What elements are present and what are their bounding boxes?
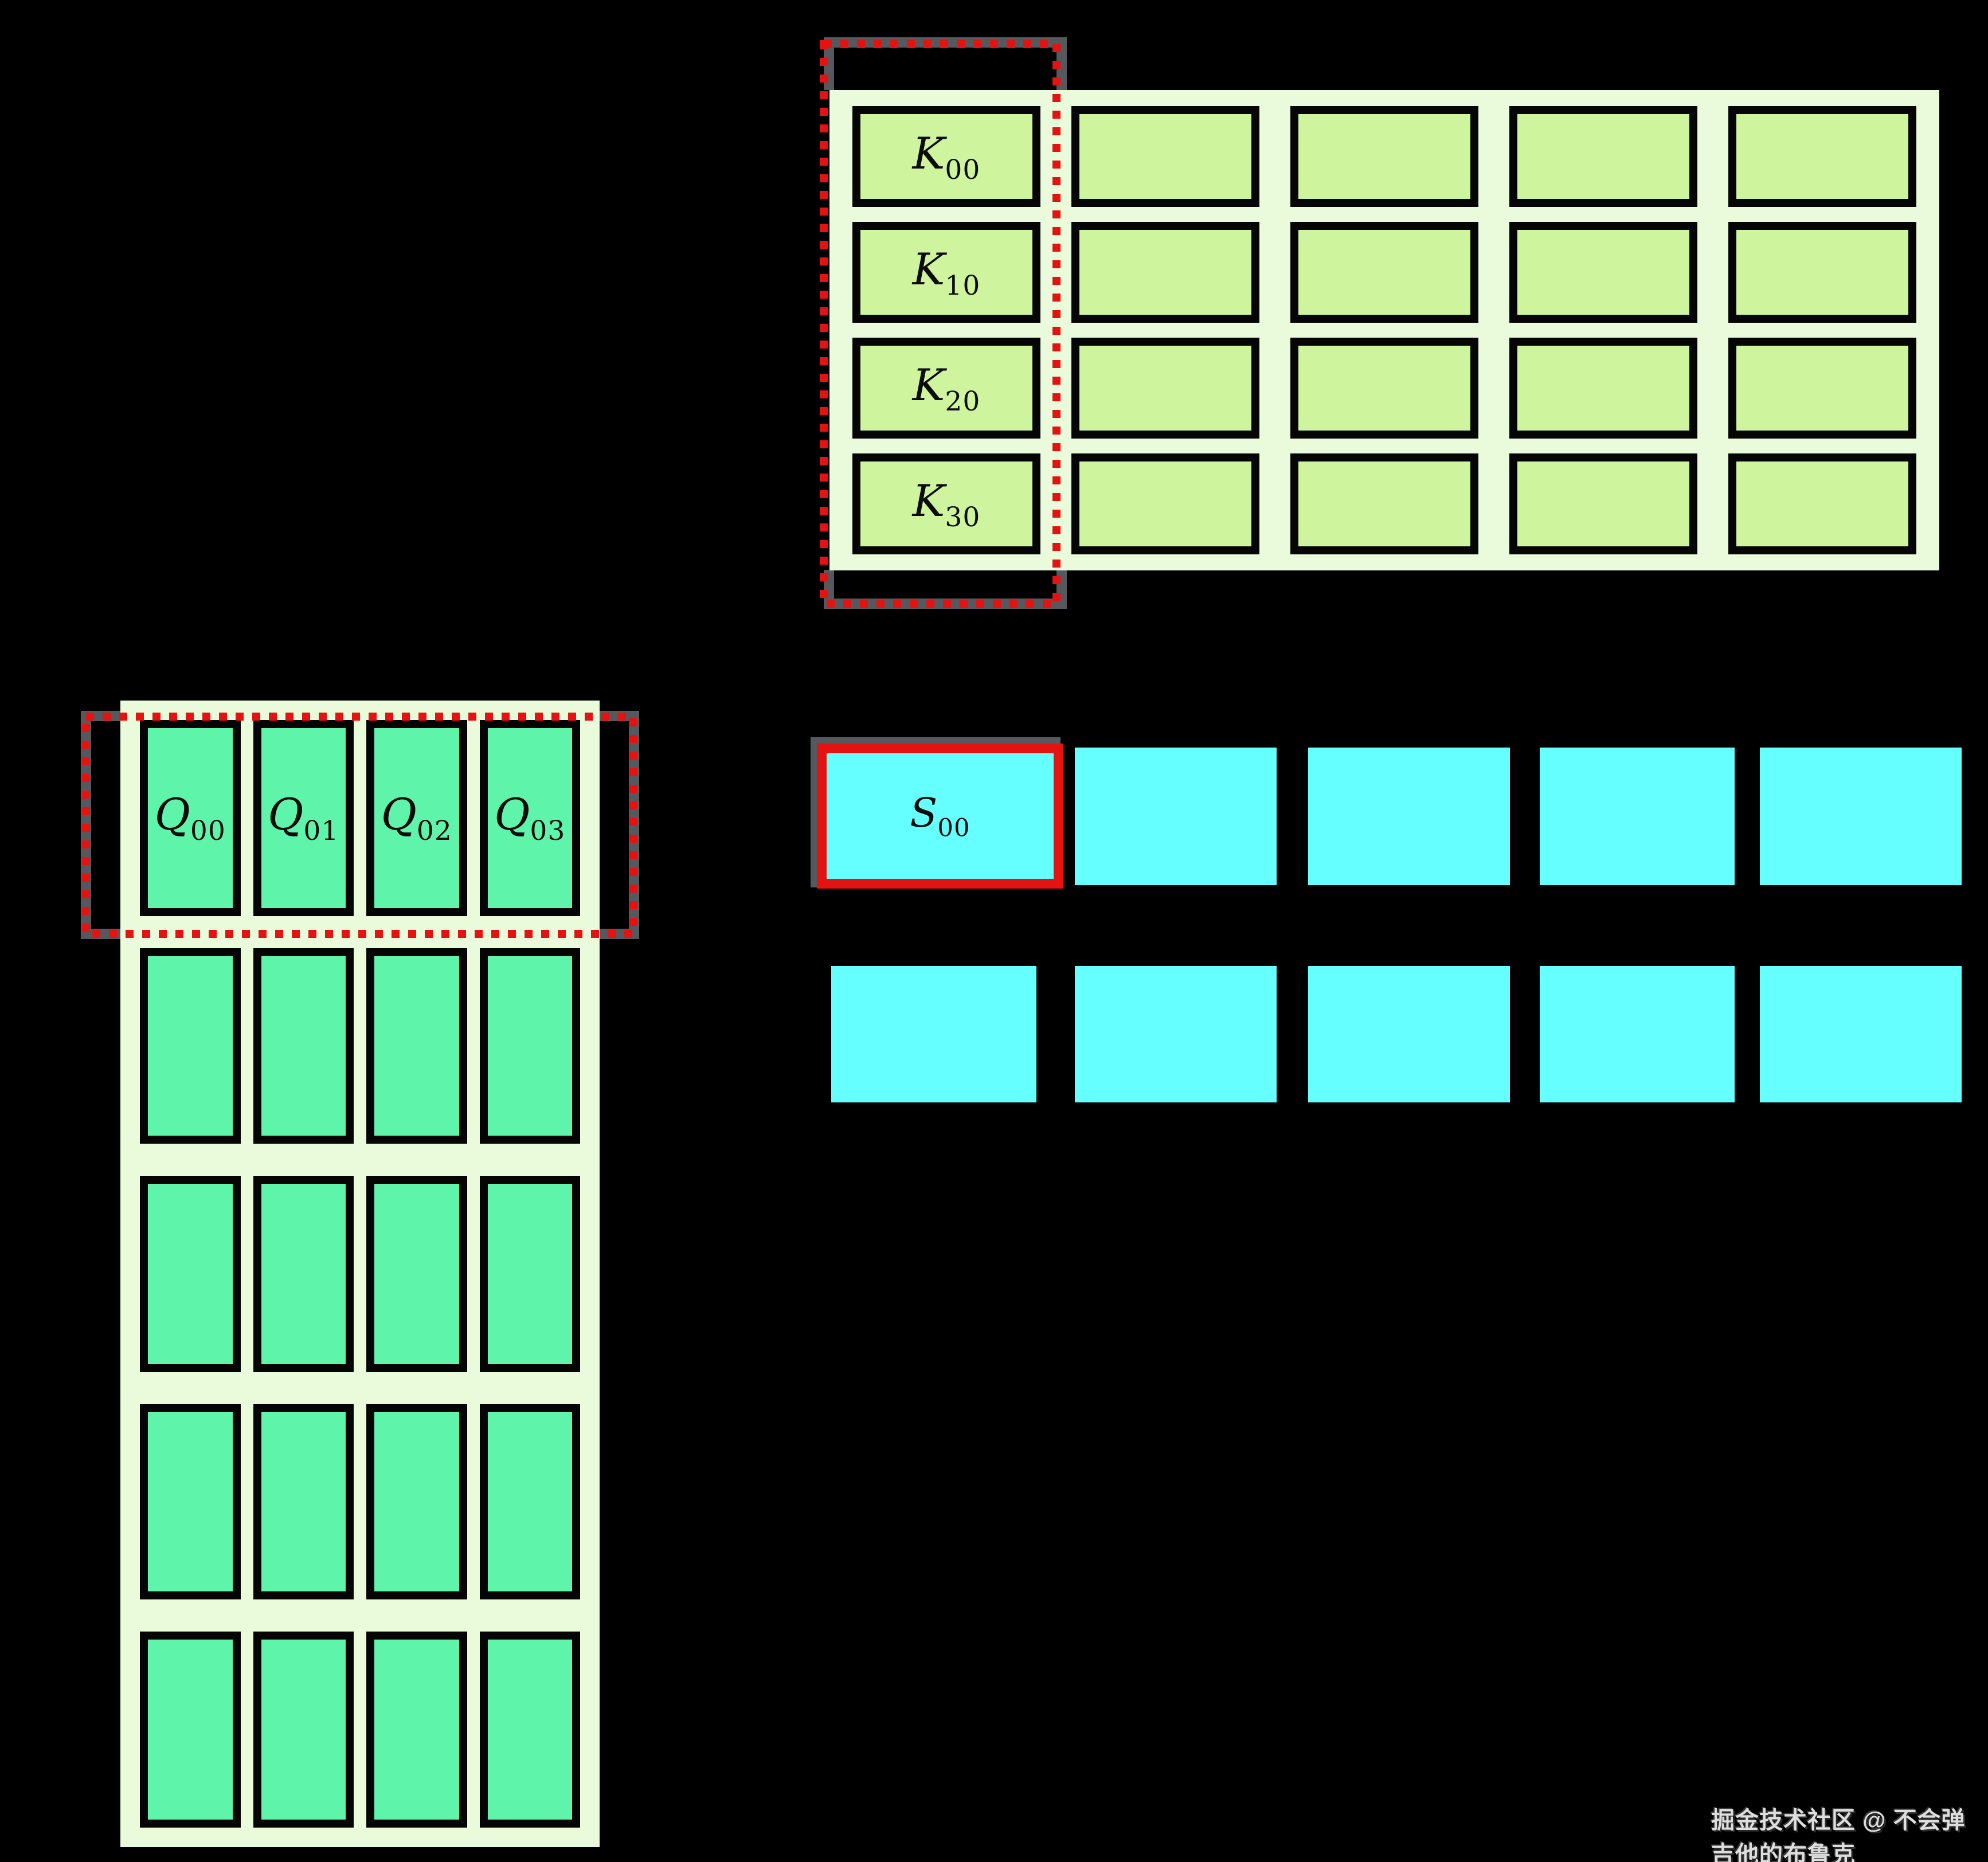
q-cell: Q01 [253,720,354,916]
q-cell [140,1403,241,1600]
s-cell [1760,748,1962,885]
k-cell: K10 [852,222,1040,323]
k-cell [1290,222,1478,323]
k-cell [1071,453,1259,554]
q-cell [366,948,467,1144]
s-cell [1308,748,1510,885]
s-cell [1075,748,1277,885]
s-cell [1760,966,1962,1102]
q-cell [479,1403,580,1600]
k-cell [1509,453,1697,554]
k-cell [1290,106,1478,207]
s00-highlight-cell: S00 [817,744,1063,889]
matrix-label: K00 [912,127,981,186]
q-cell [140,1176,241,1372]
s-cell [1540,966,1735,1102]
s-cell [1308,966,1510,1102]
k-cell [1509,106,1697,207]
k-cell: K30 [852,453,1040,554]
q-cell [479,948,580,1144]
q-cell [366,1176,467,1372]
matrix-label: K10 [912,243,981,302]
matrix-label: Q00 [154,789,226,847]
matrix-label: K30 [912,475,981,533]
k-cell [1728,453,1916,554]
q-cell [366,1403,467,1600]
k-cell [1071,338,1259,439]
k-cell [1290,338,1478,439]
matrix-label: K20 [912,359,981,417]
matrix-label: Q02 [381,789,452,847]
q-cell: Q03 [479,720,580,916]
s-cell [831,966,1036,1102]
k-cell [1728,106,1916,207]
k-cell: K20 [852,338,1040,439]
k-cell [1509,338,1697,439]
q-cell [366,1632,467,1828]
s-cell [1075,966,1277,1102]
q-matrix: Q00 Q01 Q02 Q03 [120,701,600,1847]
s00-label: S00 [910,789,970,843]
matrix-label: Q01 [268,789,339,847]
k-cell [1728,222,1916,323]
watermark-text: 掘金技术社区 @ 不会弹吉他的布鲁克 [1711,1807,1966,1862]
q-cell [479,1176,580,1372]
q-cell [253,1632,354,1828]
matrix-label: Q03 [494,789,566,847]
k-cell [1071,106,1259,207]
q-cell [253,1176,354,1372]
q-cell [253,948,354,1144]
q-cell: Q00 [140,720,241,916]
q-cell [253,1403,354,1600]
q-row-dashed-outline [82,713,637,938]
q-cell [140,1632,241,1828]
k-cell: K00 [852,106,1040,207]
s00-corner-rule [811,737,1060,887]
q-cell [479,1632,580,1828]
k-cell [1071,222,1259,323]
k-cell [1728,338,1916,439]
q-cell [140,948,241,1144]
q-cell: Q02 [366,720,467,916]
k-cell [1290,453,1478,554]
s-cell [1540,748,1735,885]
k-cell [1509,222,1697,323]
k-column-dashed-outline [820,40,1060,608]
